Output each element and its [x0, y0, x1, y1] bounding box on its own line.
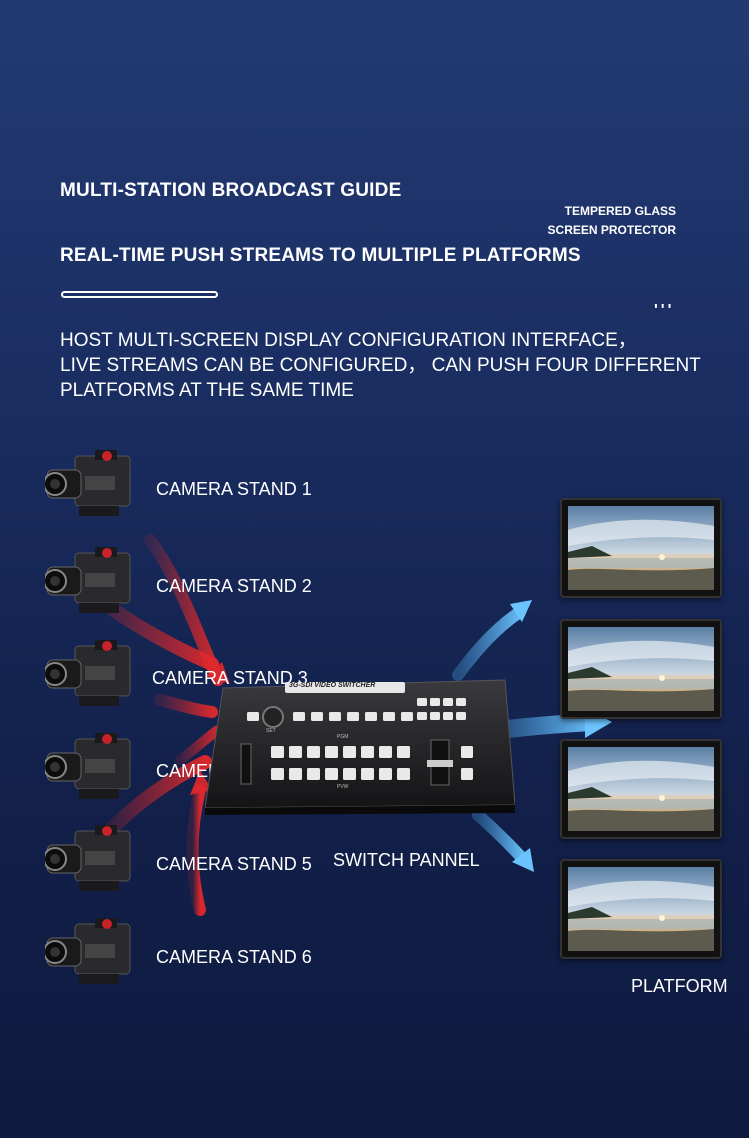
- switcher-key: [401, 712, 413, 721]
- output-arrowhead-3: [512, 848, 534, 872]
- description-line-3: PLATFORMS AT THE SAME TIME: [60, 380, 354, 401]
- switcher-key: [430, 712, 440, 720]
- note-line-2: SCREEN PROTECTOR: [547, 223, 676, 237]
- switcher-key: [461, 746, 473, 758]
- input-arrow-6: [175, 725, 223, 765]
- switcher-key: [365, 712, 377, 721]
- switcher-key: [311, 712, 323, 721]
- description: HOST MULTI-SCREEN DISPLAY CONFIGURATION …: [60, 328, 740, 403]
- switcher-key: [343, 768, 356, 780]
- switcher-key: [289, 768, 302, 780]
- switcher-device: [204, 679, 516, 815]
- switcher-panel: 3G-SDI VIDEO SWITCHER PGM PVW SET: [204, 670, 516, 815]
- description-line-1: HOST MULTI-SCREEN DISPLAY CONFIGURATION …: [60, 330, 637, 351]
- switcher-key: [361, 746, 374, 758]
- output-arrowhead-1: [510, 600, 532, 622]
- set-knob-icon: [262, 706, 284, 728]
- switcher-key: [325, 768, 338, 780]
- input-arrow-4: [103, 755, 212, 837]
- switcher-buttons: [247, 698, 473, 780]
- switcher-key: [247, 712, 259, 721]
- input-arrow-3: [154, 694, 218, 718]
- switcher-key: [383, 712, 395, 721]
- description-line-2: LIVE STREAMS CAN BE CONFIGURED， CAN PUSH…: [60, 355, 701, 376]
- switcher-key: [307, 768, 320, 780]
- input-arrowhead-5: [190, 770, 212, 795]
- switcher-key: [430, 698, 440, 706]
- platform-screen: [560, 498, 722, 598]
- switcher-key: [461, 768, 473, 780]
- switcher-key: [443, 698, 453, 706]
- switcher-key: [325, 746, 338, 758]
- camera-label-1: CAMERA STAND 1: [156, 479, 312, 499]
- switch-panel-label: SWITCH PANNEL: [333, 850, 480, 870]
- switcher-key: [347, 712, 359, 721]
- switcher-key: [379, 746, 392, 758]
- switcher-key: [329, 712, 341, 721]
- switcher-key: [293, 712, 305, 721]
- guide-title: MULTI-STATION BROADCAST GUIDE: [60, 180, 402, 201]
- camera-label-3: CAMERA STAND 3: [152, 668, 308, 688]
- pvw-label: PVW: [337, 784, 349, 790]
- camera-icon: [43, 638, 135, 710]
- camera-label-6: CAMERA STAND 6: [156, 947, 312, 967]
- switcher-key: [271, 746, 284, 758]
- switcher-key: [289, 746, 302, 758]
- platform-screen: [560, 739, 722, 839]
- platform-label: PLATFORM: [631, 976, 728, 996]
- switcher-key: [443, 712, 453, 720]
- switcher-key: [271, 768, 284, 780]
- input-arrowhead-1: [206, 662, 230, 684]
- switcher-key: [417, 698, 427, 706]
- pgm-label: PGM: [337, 734, 349, 740]
- set-label: SET: [266, 728, 276, 734]
- camera-icon: [43, 731, 135, 803]
- output-arrow-3: [472, 809, 528, 864]
- camera-icon: [43, 545, 135, 617]
- switcher-key: [397, 768, 410, 780]
- platform-screen: [560, 859, 722, 959]
- switcher-key: [456, 698, 466, 706]
- switcher-key: [361, 768, 374, 780]
- note-line-1: TEMPERED GLASS: [564, 204, 676, 218]
- switcher-key: [456, 712, 466, 720]
- camera-label-5: CAMERA STAND 5: [156, 854, 312, 874]
- camera-label-2: CAMERA STAND 2: [156, 576, 312, 596]
- camera-icon: [43, 916, 135, 988]
- switcher-key: [307, 746, 320, 758]
- panel-title: 3G-SDI VIDEO SWITCHER: [289, 682, 376, 689]
- output-arrow-1: [452, 606, 526, 681]
- camera-icon: [43, 823, 135, 895]
- switcher-key: [379, 768, 392, 780]
- switcher-key: [417, 712, 427, 720]
- camera-icon: [43, 448, 135, 520]
- switcher-key: [397, 746, 410, 758]
- divider-pill: [61, 291, 218, 298]
- tempered-glass-note: TEMPERED GLASS SCREEN PROTECTOR: [548, 202, 676, 240]
- platform-screen: [560, 619, 722, 719]
- tick-marks: ''': [654, 302, 675, 319]
- input-arrow-5: [186, 784, 206, 916]
- guide-subtitle: REAL-TIME PUSH STREAMS TO MULTIPLE PLATF…: [60, 245, 581, 266]
- switcher-key: [343, 746, 356, 758]
